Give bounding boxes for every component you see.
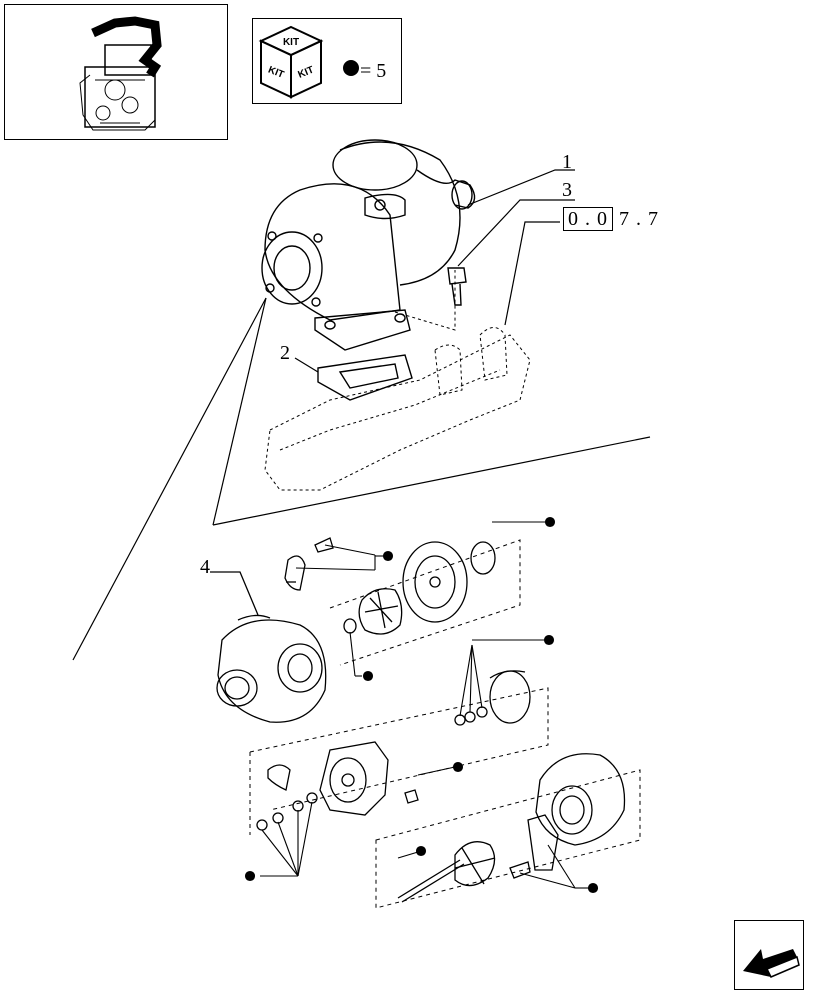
leader-2 bbox=[294, 357, 319, 373]
part-label-3: 3 bbox=[562, 179, 572, 201]
reference-code[interactable]: 0 . 0 7 . 7 bbox=[563, 207, 659, 231]
kit-cube-icon: KIT KIT KIT bbox=[258, 25, 359, 99]
exhaust-manifold-dashed bbox=[264, 270, 531, 491]
kit-legend: KIT KIT KIT bbox=[252, 18, 402, 104]
compressor-housing bbox=[332, 139, 418, 191]
leader-ref bbox=[504, 221, 560, 326]
turbine-shaft bbox=[397, 859, 465, 903]
kit-bullet-icon bbox=[343, 60, 359, 76]
part-label-1: 1 bbox=[562, 151, 572, 173]
reference-code-boxed: 0 . 0 bbox=[563, 207, 613, 231]
gasket bbox=[317, 354, 413, 401]
kit-text-top: KIT bbox=[283, 37, 299, 48]
engine-thumbnail-drawing bbox=[79, 16, 162, 131]
o-ring bbox=[470, 541, 496, 575]
part-label-2: 2 bbox=[280, 342, 290, 364]
reference-code-rest: 7 . 7 bbox=[619, 208, 659, 230]
back-navigation-button[interactable] bbox=[734, 920, 804, 990]
kit-bullets bbox=[244, 516, 599, 894]
back-plate bbox=[402, 541, 468, 623]
compressor-cover bbox=[217, 619, 327, 723]
engine-locator-thumbnail bbox=[4, 4, 228, 140]
bearing-housing bbox=[319, 741, 389, 816]
leader-3 bbox=[457, 199, 575, 267]
arrow-back-icon bbox=[743, 949, 800, 978]
part-label-4: 4 bbox=[200, 556, 210, 578]
kit-count: = 5 bbox=[360, 60, 387, 82]
bolt bbox=[447, 267, 467, 285]
turbine-housing bbox=[264, 183, 401, 321]
leader-1 bbox=[467, 169, 575, 206]
